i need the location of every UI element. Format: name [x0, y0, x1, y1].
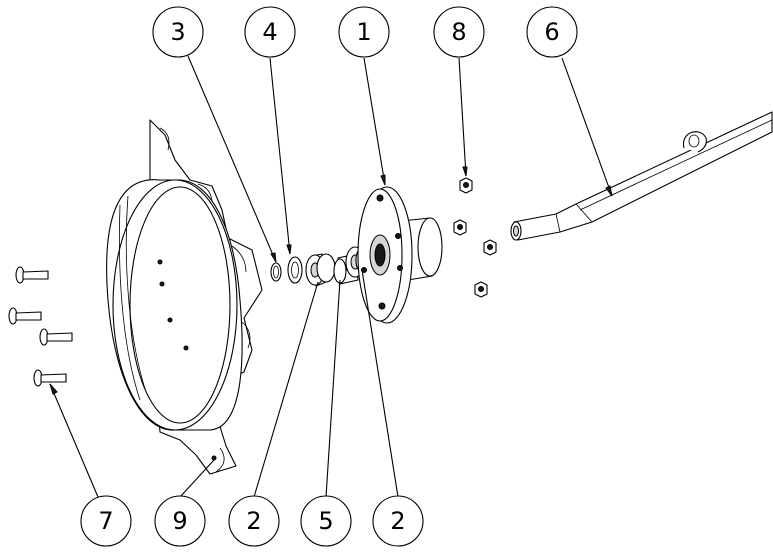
balloon-part-6: 6 [526, 6, 578, 58]
balloon-part-2-left: 2 [228, 495, 280, 547]
nut [453, 219, 467, 236]
part-4-retaining-ring [287, 256, 303, 284]
nut [483, 239, 497, 256]
bolt [33, 369, 67, 387]
balloon-label: 6 [544, 18, 559, 46]
balloon-label: 1 [356, 18, 371, 46]
part-6-axle-arm [510, 111, 773, 241]
leader-lines [49, 55, 613, 498]
part-1-hub [357, 186, 443, 324]
part-8-nuts [453, 177, 497, 298]
part-3-snap-ring [270, 262, 282, 282]
bolt [15, 266, 49, 284]
balloon-label: 9 [172, 507, 187, 535]
balloon-label: 5 [318, 507, 333, 535]
balloon-label: 3 [170, 18, 185, 46]
balloon-label: 2 [246, 507, 261, 535]
bolt [39, 328, 73, 346]
balloon-label: 2 [390, 507, 405, 535]
balloon-part-3: 3 [152, 6, 204, 58]
bolt [8, 307, 42, 325]
balloon-part-4: 4 [244, 6, 296, 58]
part-7-bolts [8, 266, 73, 387]
balloon-label: 7 [98, 507, 113, 535]
balloon-part-8: 8 [433, 6, 485, 58]
balloon-label: 8 [451, 18, 466, 46]
balloon-part-5: 5 [300, 495, 352, 547]
balloon-part-1: 1 [338, 6, 390, 58]
balloon-part-7: 7 [80, 495, 132, 547]
part-9-toothed-disc [106, 119, 263, 475]
nut [474, 281, 488, 298]
balloon-label: 4 [262, 18, 277, 46]
nut [459, 177, 473, 194]
balloon-part-2-right: 2 [372, 495, 424, 547]
part-2-bearing-left [305, 253, 336, 287]
balloon-part-9: 9 [154, 495, 206, 547]
